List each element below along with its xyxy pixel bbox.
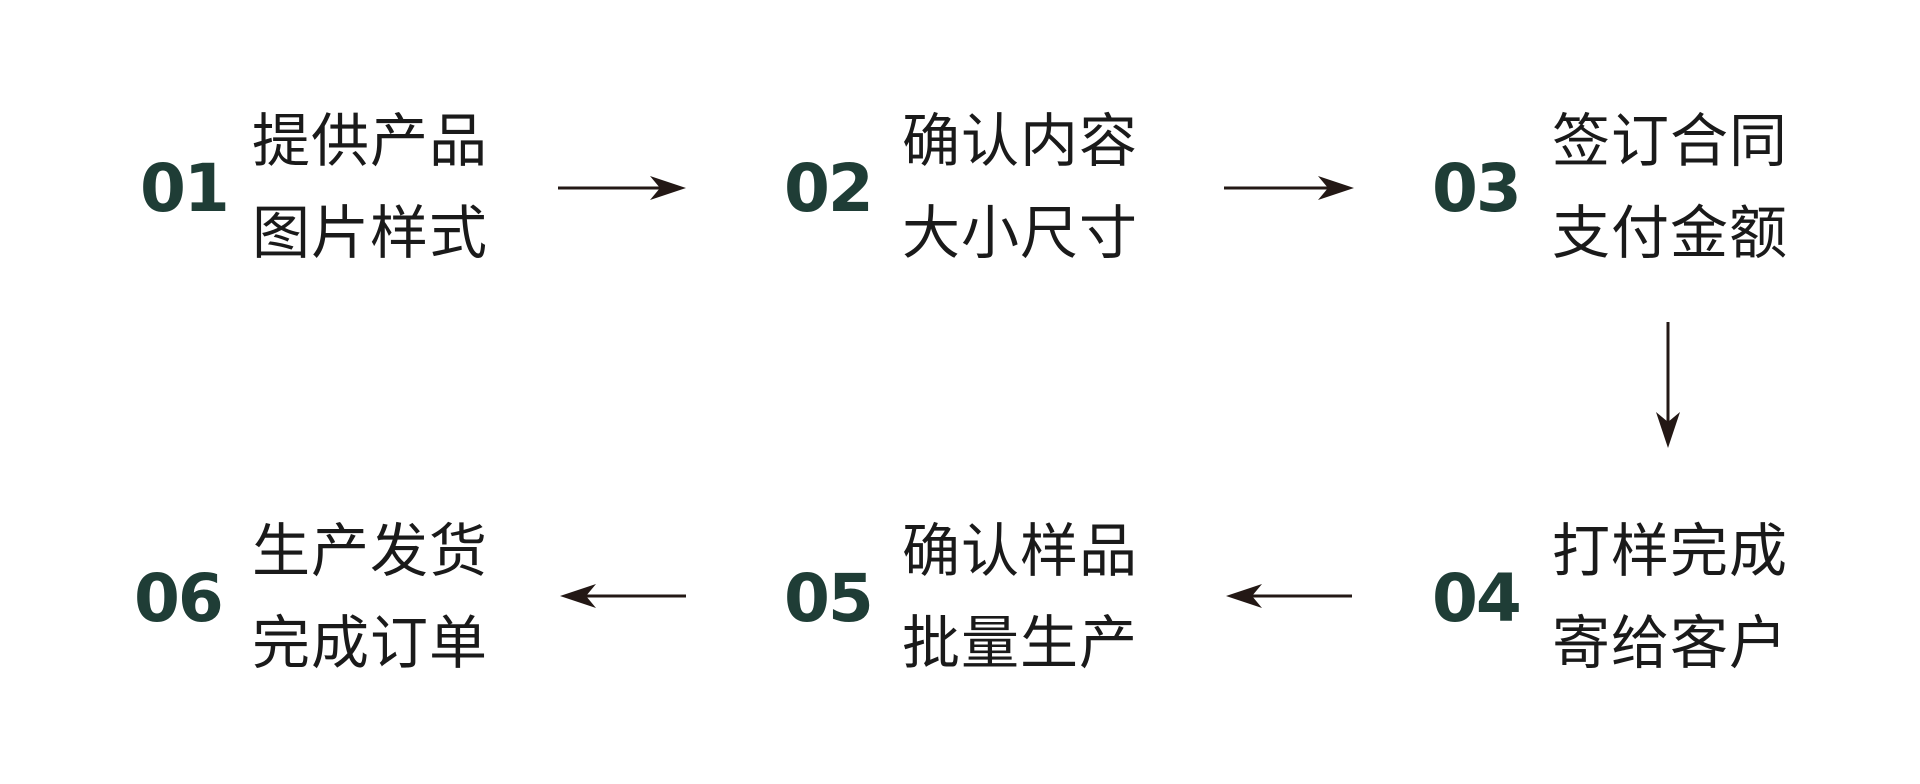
arrow-01-02 (558, 176, 686, 200)
step-number: 04 (1432, 560, 1522, 637)
step-label-line1: 确认内容 (902, 107, 1139, 175)
step-label-line2: 大小尺寸 (902, 199, 1139, 267)
step-label-line2: 完成订单 (252, 609, 489, 677)
step-label-line2: 寄给客户 (1552, 609, 1789, 677)
step-label-line1: 提供产品 (252, 107, 489, 175)
step-label-line1: 生产发货 (252, 517, 489, 585)
step-number: 05 (784, 560, 874, 637)
step-number: 02 (784, 150, 874, 227)
step-number: 03 (1432, 150, 1522, 227)
step-label-line1: 打样完成 (1552, 517, 1789, 585)
arrow-03-04 (1656, 322, 1680, 448)
arrow-04-05 (1226, 584, 1352, 608)
arrow-02-03 (1224, 176, 1354, 200)
step-label-line1: 签订合同 (1552, 107, 1789, 175)
step-label-line2: 批量生产 (902, 609, 1139, 677)
step-label-line1: 确认样品 (902, 517, 1139, 585)
step-number: 06 (134, 560, 224, 637)
arrow-05-06 (560, 584, 686, 608)
step-number: 01 (140, 150, 230, 227)
step-label-line2: 支付金额 (1552, 199, 1789, 267)
step-label-line2: 图片样式 (252, 199, 489, 267)
